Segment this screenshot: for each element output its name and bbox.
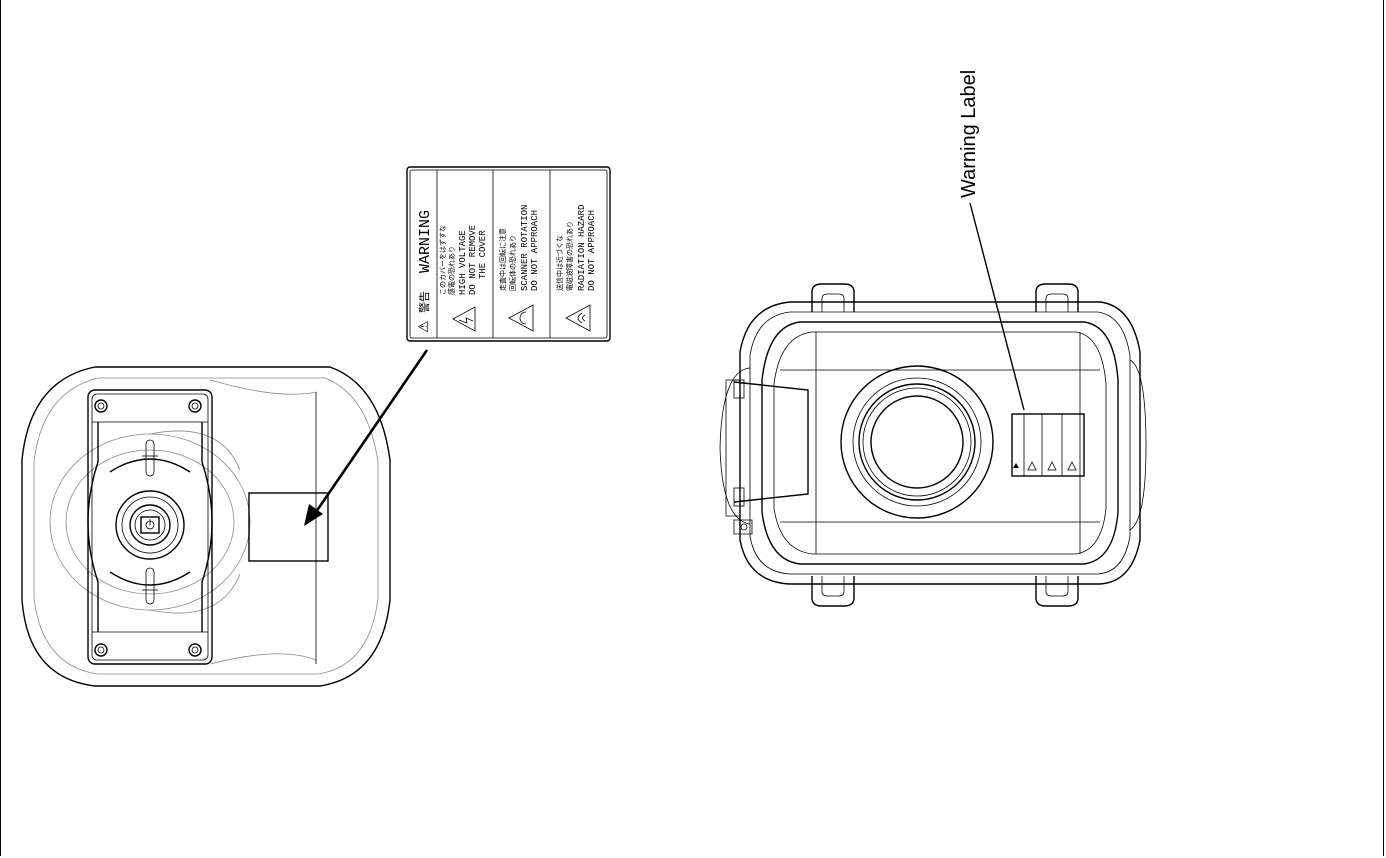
warning-label-callout: Warning Label — [958, 70, 980, 198]
label-arrow — [304, 350, 427, 526]
section-1-en-line2: DO NOT REMOVE — [468, 225, 478, 295]
warning-label-leader — [970, 203, 1024, 410]
section-1-jp-line1: このカバーをはずすな — [438, 225, 447, 295]
scanner-top-view — [22, 350, 427, 686]
section-3-jp-line1: 送信中は近づくな — [555, 235, 564, 291]
section-2-en-line2: DO NOT APPROACH — [530, 210, 540, 291]
section-2-jp-line1: 走査中は回転に注意 — [498, 228, 507, 291]
rotation-warning-icon — [509, 305, 533, 331]
section-1-en-line3: THE COVER — [478, 230, 488, 279]
section-3-en-line2: DO NOT APPROACH — [587, 210, 597, 291]
section-2-en-line1: SCANNER ROTATION — [520, 205, 530, 291]
label-header-jp: 警告 — [417, 291, 431, 313]
label-warning-symbol: ⚠ — [415, 320, 431, 333]
section-2-jp-line2: 回転体の恐れあり — [508, 235, 517, 291]
mounting-plate — [88, 390, 212, 664]
center-connector — [116, 491, 184, 559]
section-3-en-line1: RADIATION HAZARD — [577, 205, 587, 291]
warning-label-detail: ⚠ 警告 WARNING このカバーをはずすな 感電の恐れあり HIGH VOL… — [407, 167, 610, 341]
radome-warning-label — [1012, 414, 1084, 476]
section-1-en-line1: HIGH VOLTAGE — [458, 230, 468, 295]
section-1-jp-line2: 感電の恐れあり — [447, 246, 456, 295]
lightning-warning-icon — [453, 307, 475, 331]
section-3-jp-line2: 電磁波障害の恐れあり — [565, 221, 574, 291]
radome-front-view — [720, 203, 1146, 606]
label-title: WARNING — [417, 210, 434, 273]
